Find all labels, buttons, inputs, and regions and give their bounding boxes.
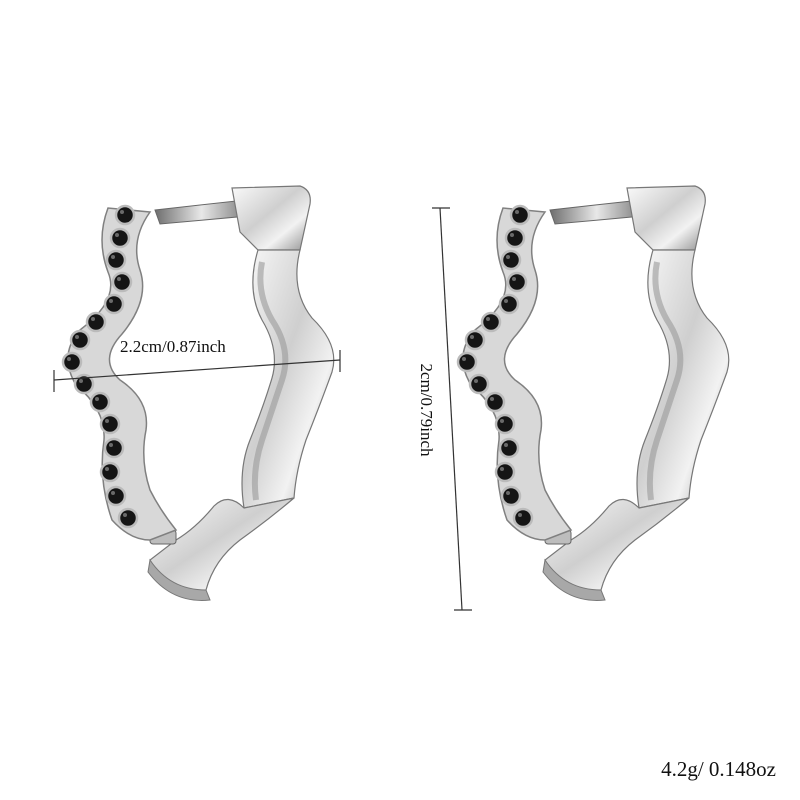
width-dimension-label: 2.2cm/0.87inch (120, 337, 226, 356)
stone-highlight (115, 233, 119, 237)
black-stone (61, 351, 83, 373)
black-stone (99, 413, 121, 435)
stone-highlight (123, 513, 127, 517)
right-earring-image (463, 186, 729, 600)
stone-highlight (117, 277, 121, 281)
stone-highlight (462, 357, 466, 361)
stone-highlight (470, 335, 474, 339)
black-stone (89, 391, 111, 413)
black-stone (484, 391, 506, 413)
black-stone (99, 461, 121, 483)
stone-highlight (75, 335, 79, 339)
black-stone (103, 293, 125, 315)
stone-highlight (67, 357, 71, 361)
black-stone (456, 351, 478, 373)
left-earring-stones (61, 204, 139, 529)
black-stone (509, 204, 531, 226)
black-stone (103, 437, 125, 459)
height-measure-line (432, 207, 472, 611)
stone-highlight (515, 210, 519, 214)
stone-highlight (111, 491, 115, 495)
black-stone (114, 204, 136, 226)
black-stone (117, 507, 139, 529)
black-stone (109, 227, 131, 249)
stone-highlight (109, 443, 113, 447)
stone-highlight (474, 379, 478, 383)
stone-highlight (510, 233, 514, 237)
black-stone (73, 373, 95, 395)
stone-highlight (490, 397, 494, 401)
stone-highlight (504, 443, 508, 447)
stone-highlight (95, 397, 99, 401)
stone-highlight (518, 513, 522, 517)
stone-highlight (79, 379, 83, 383)
stone-highlight (506, 491, 510, 495)
stone-highlight (504, 299, 508, 303)
width-measure-line (53, 350, 341, 392)
right-earring-stones (456, 204, 534, 529)
weight-label: 4.2g/ 0.148oz (661, 757, 776, 781)
black-stone (498, 293, 520, 315)
black-stone (500, 249, 522, 271)
black-stone (498, 437, 520, 459)
black-stone (464, 329, 486, 351)
stone-highlight (486, 317, 490, 321)
black-stone (494, 413, 516, 435)
black-stone (494, 461, 516, 483)
stone-highlight (500, 467, 504, 471)
black-stone (85, 311, 107, 333)
stone-highlight (506, 255, 510, 259)
black-stone (105, 485, 127, 507)
black-stone (69, 329, 91, 351)
stone-highlight (512, 277, 516, 281)
stone-highlight (500, 419, 504, 423)
stone-highlight (111, 255, 115, 259)
stone-highlight (120, 210, 124, 214)
black-stone (506, 271, 528, 293)
stone-highlight (91, 317, 95, 321)
black-stone (468, 373, 490, 395)
stone-highlight (105, 419, 109, 423)
stone-highlight (109, 299, 113, 303)
black-stone (500, 485, 522, 507)
black-stone (504, 227, 526, 249)
left-earring-image (68, 186, 334, 600)
black-stone (480, 311, 502, 333)
height-dimension-label: 2cm/0.79inch (417, 363, 436, 457)
black-stone (105, 249, 127, 271)
black-stone (512, 507, 534, 529)
stone-highlight (105, 467, 109, 471)
black-stone (111, 271, 133, 293)
